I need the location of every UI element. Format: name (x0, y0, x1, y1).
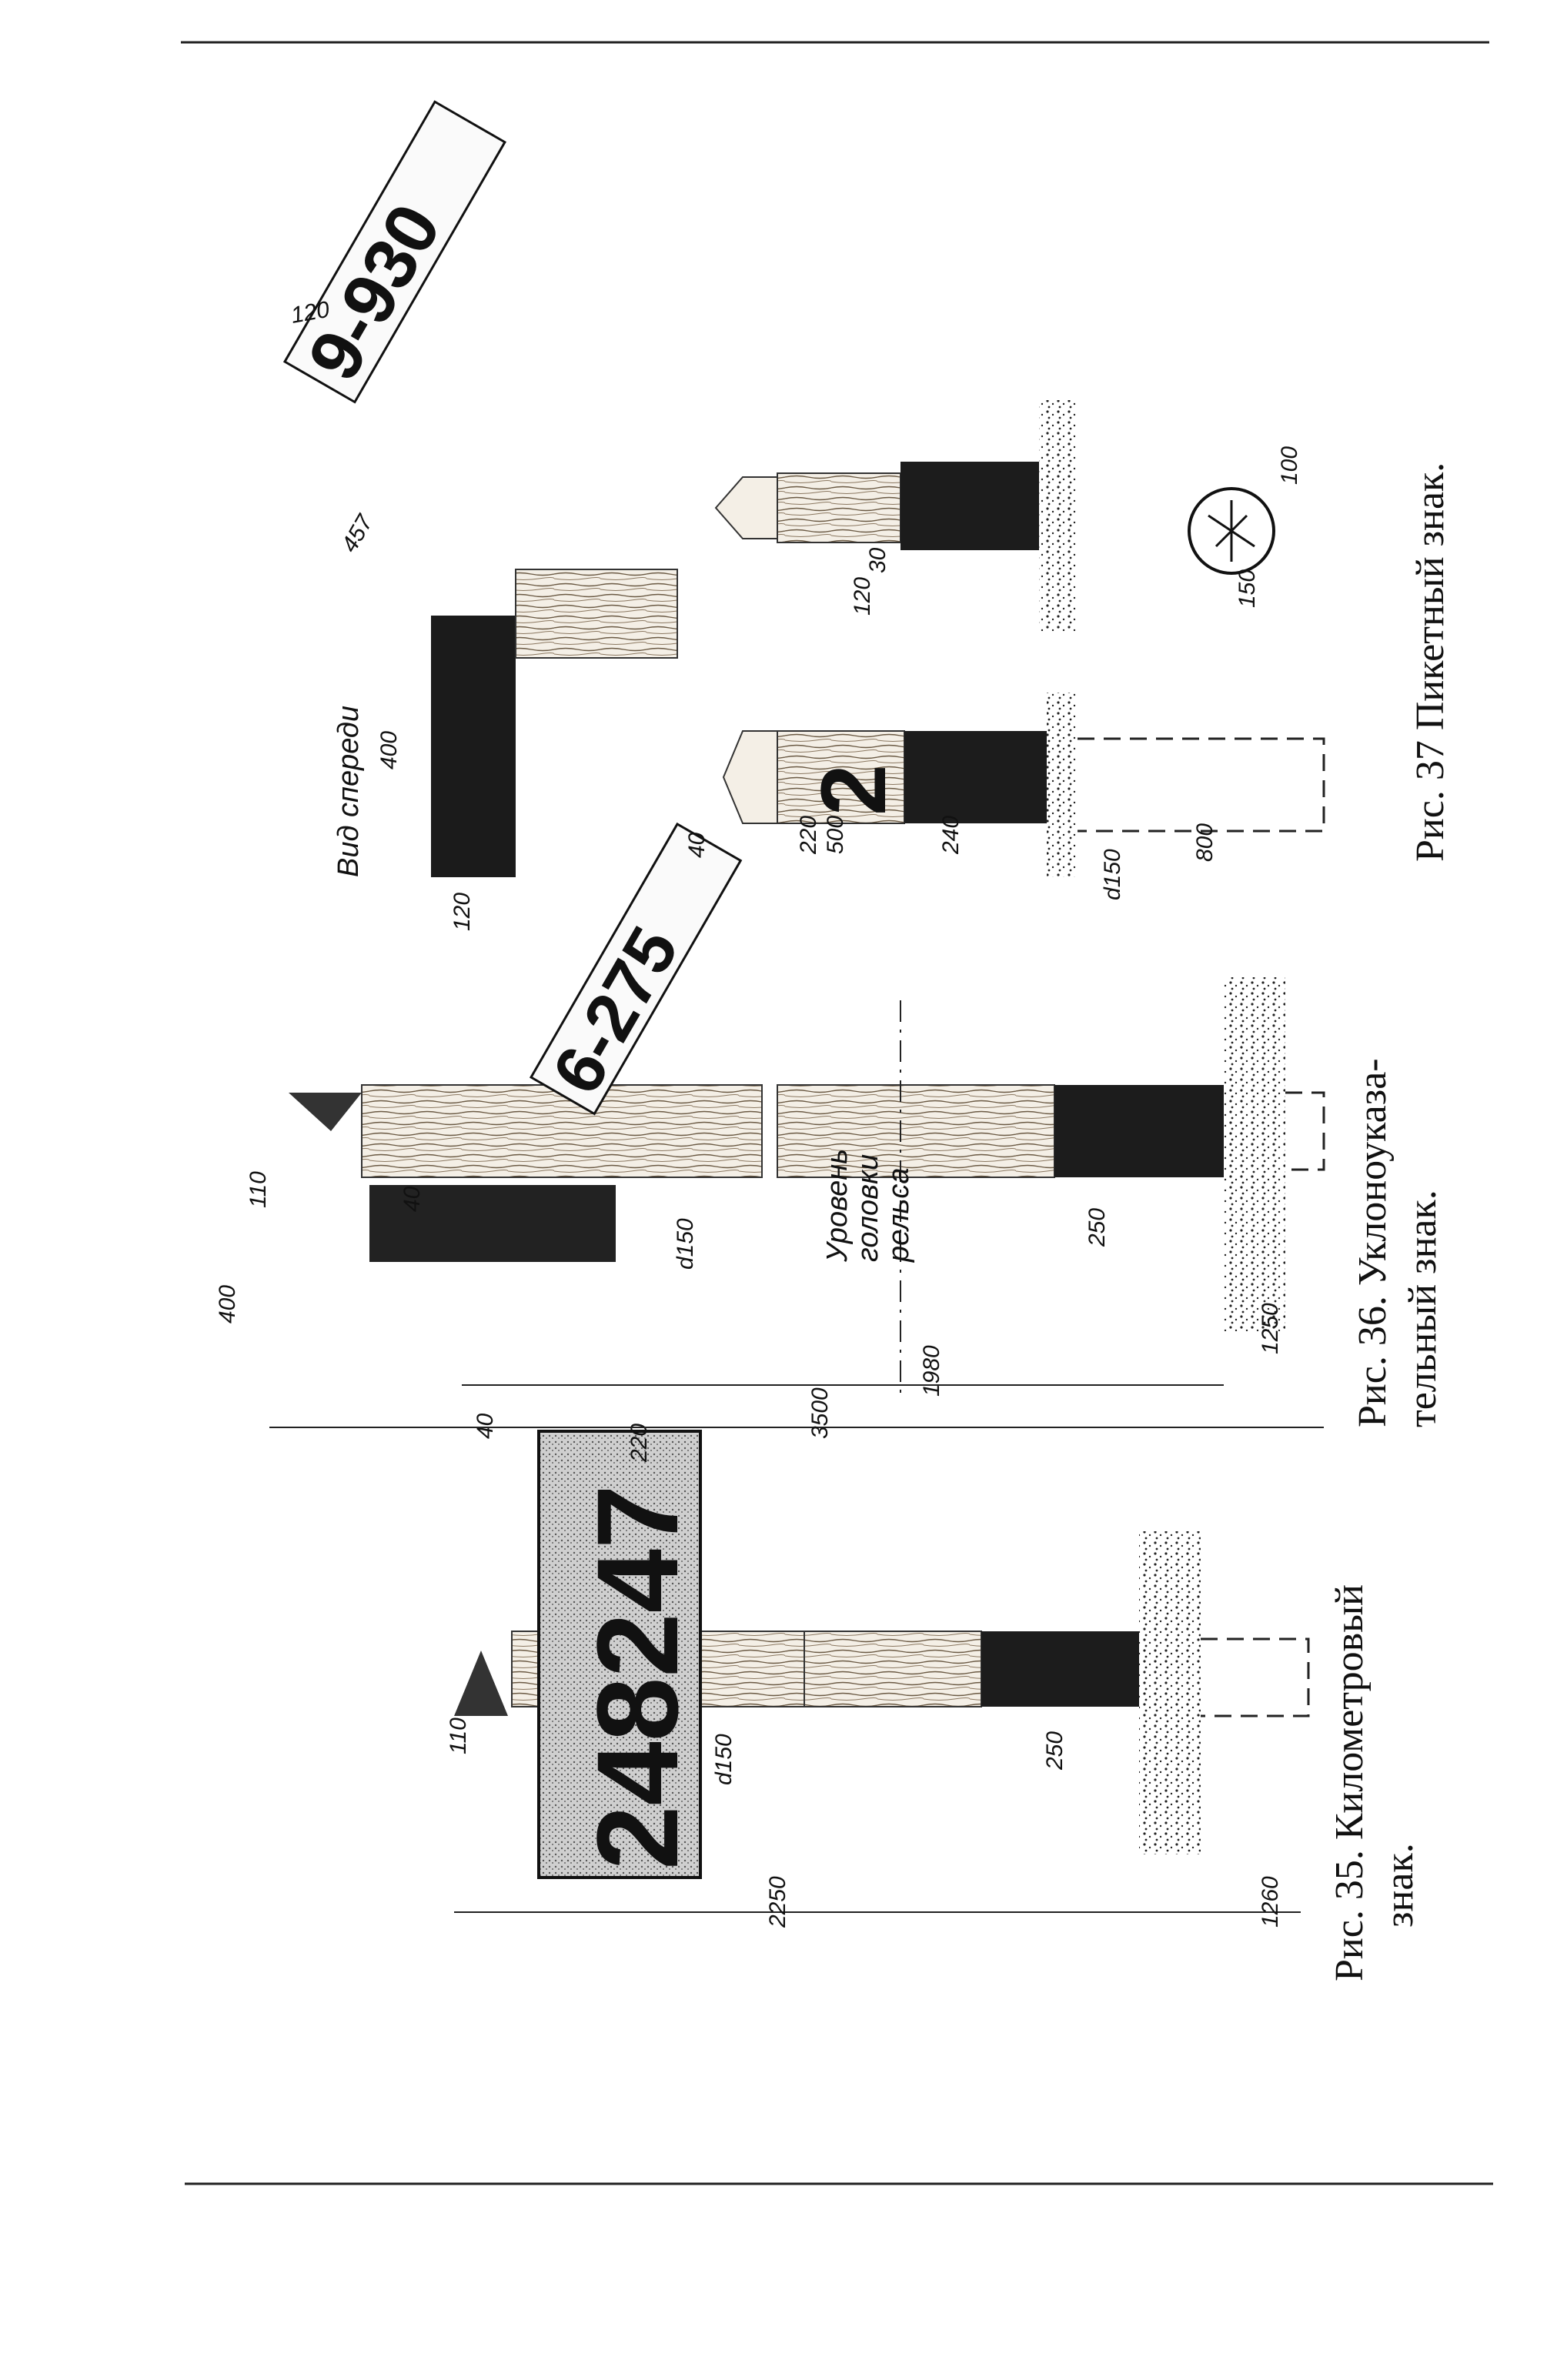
post-wood-lower (804, 1631, 982, 1707)
dim-to-arm: 1980 (919, 1345, 944, 1397)
ground-soil (1139, 1531, 1201, 1854)
rail-label-line1: Уровень (821, 1149, 854, 1263)
km-plate-number: 248247 (573, 1484, 702, 1870)
dim-plate-width: 120 (850, 577, 875, 616)
front-view-label: Вид спереди (332, 706, 365, 877)
fig36-caption-line1: Рис. 36. Уклоноуказа- (1351, 1058, 1395, 1427)
dim-diameter: d150 (673, 1218, 698, 1270)
post-tip (454, 1651, 508, 1716)
dim-painted-base: 250 (1084, 1208, 1110, 1247)
dim-bottom-part: 240 (938, 816, 964, 855)
dim-arm-len: 400 (215, 1285, 240, 1324)
dim-plate-gap: 40 (473, 1413, 498, 1439)
dim-tip: 40 (684, 832, 710, 858)
figure-36-gradient-sign: 6-275 Уровень головки рельса 3500 1980 1… (215, 577, 1445, 1439)
dim-tip: 110 (246, 1171, 271, 1208)
dim-tip: 110 (446, 1717, 471, 1754)
dim-below-ground: 1260 (1258, 1876, 1283, 1928)
dim-front-plate-len: 457 (336, 510, 378, 557)
gradient-plate-text: 6-275 (538, 915, 693, 1107)
fig35-caption-line1: Рис. 35. Километровый (1328, 1584, 1372, 1981)
dim-total-height: 3500 (807, 1387, 833, 1439)
dim-below-ground: 1250 (1258, 1303, 1283, 1354)
fig35-caption-line2: знак. (1378, 1843, 1422, 1928)
rail-label-line2: головки (852, 1154, 884, 1262)
post-wood-upper (361, 1084, 763, 1178)
gradient-plate (529, 822, 743, 1116)
dim-diameter: d150 (1100, 849, 1125, 900)
dim-small-tip: 30 (865, 547, 890, 573)
figure-37-picket-sign: 2 500 220 240 40 800 d150 30 150 100 Рис… (684, 400, 1452, 900)
fig36-caption-line2: тельный знак. (1401, 1190, 1445, 1427)
dim-diameter: d150 (711, 1734, 737, 1785)
dim-front-arm-len: 400 (376, 731, 402, 769)
front-plate (282, 100, 506, 404)
front-post-wood (515, 569, 678, 659)
front-plate-text: 9-930 (292, 191, 456, 393)
front-arm-dark (431, 616, 516, 877)
post-tip (289, 1093, 362, 1131)
dim-top-part: 220 (796, 816, 821, 855)
picket-post-wood (777, 730, 905, 824)
dim-total-height: 2250 (765, 1876, 790, 1928)
dim-total: 500 (823, 816, 848, 854)
rail-label-line3: рельса (883, 1167, 915, 1263)
post-painted-base (1054, 1085, 1224, 1177)
dim-arm-gap: 40 (399, 1186, 425, 1212)
ground-soil (1224, 977, 1285, 1331)
front-view-group: Вид спереди 9-930 400 120 457 120 (282, 100, 678, 931)
dim-below-ground: 800 (1192, 823, 1218, 862)
dim-plate-height: 220 (626, 1424, 652, 1463)
picket-post-base (904, 731, 1047, 823)
dim-section-diameter: 150 (1235, 569, 1260, 608)
figure-35-kilometer-sign: 248247 2250 1260 250 110 d150 220 40 Рис… (446, 1413, 1422, 1981)
fig37-caption: Рис. 37 Пикетный знак. (1408, 462, 1452, 862)
dim-section-inner: 100 (1277, 446, 1302, 485)
arm-dark (369, 1185, 616, 1262)
post-wood-lower (777, 1084, 1055, 1178)
post-painted-base (981, 1631, 1139, 1707)
dim-painted-base: 250 (1042, 1731, 1068, 1771)
dim-front-arm-width: 120 (449, 893, 475, 931)
picket-post-number: 2 (802, 764, 905, 816)
km-plate (537, 1430, 702, 1879)
